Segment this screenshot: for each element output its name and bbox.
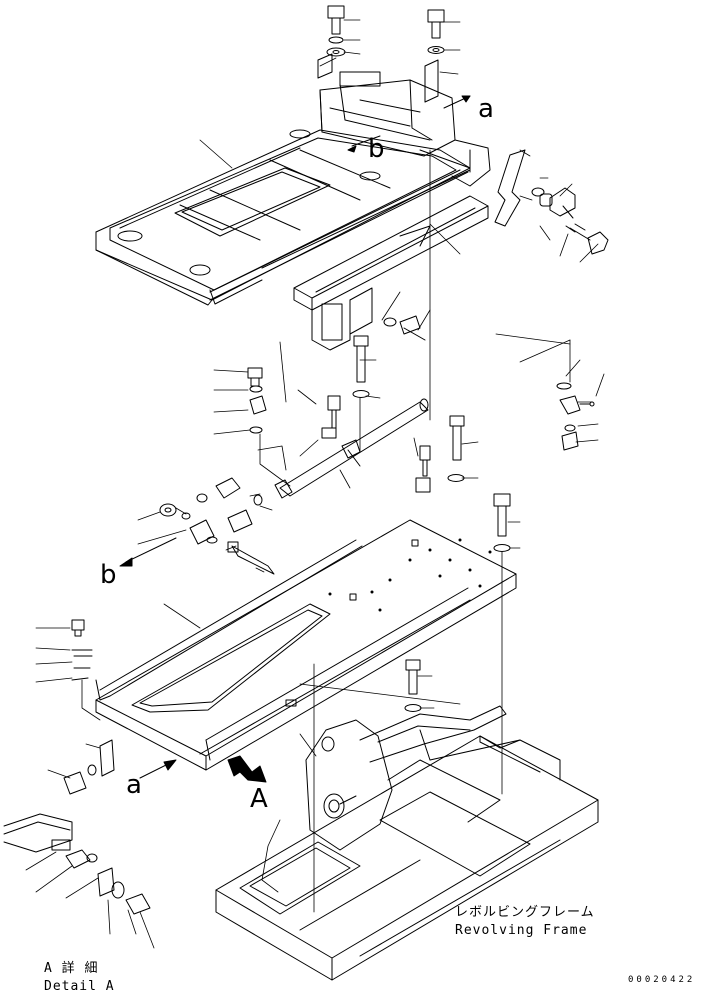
- leader-lines: [25, 19, 605, 949]
- bolt-top-right: [427, 9, 445, 54]
- bolt-lower-plate: [404, 659, 422, 712]
- shaft: [274, 398, 429, 499]
- plate-holes: [328, 538, 492, 612]
- arrow-b-left: [119, 537, 177, 567]
- label-A-view: A: [250, 784, 268, 814]
- long-bolt-center: [352, 335, 370, 398]
- caption-frame-en: Revolving Frame: [455, 923, 588, 938]
- seat-rail: [293, 195, 489, 351]
- bolt-set-left: [71, 619, 93, 681]
- long-bolt-plate: [493, 493, 511, 552]
- label-a-top: a: [478, 94, 494, 124]
- arrow-view-A: [227, 755, 267, 783]
- upper-seat-mount: [95, 53, 526, 306]
- lower-mount-plate: [95, 519, 517, 771]
- label-a-bottom: a: [126, 770, 142, 800]
- label-b-top: b: [368, 134, 385, 164]
- caption-frame-jp: レボルビングフレーム: [455, 905, 595, 920]
- revolving-frame: [215, 705, 599, 981]
- detail-a-view: [3, 813, 151, 915]
- grease-fitting-center: [321, 395, 341, 439]
- arrow-b-top: [347, 135, 381, 153]
- bolt-right-upper: [531, 187, 576, 219]
- bolt-left-fittings: [247, 367, 267, 434]
- label-b-left: b: [100, 560, 117, 590]
- bolt-right-lower: [565, 223, 609, 255]
- fitting-right-side: [556, 382, 595, 451]
- drawing-number: 00020422: [628, 975, 696, 985]
- center-lines: [259, 149, 571, 913]
- arrow-a-bottom: [139, 759, 177, 779]
- bolt-mid: [383, 315, 426, 341]
- bolt-top-left: [326, 5, 346, 57]
- caption-detail-jp: A 詳 細: [44, 961, 99, 976]
- arrow-a-top: [443, 95, 471, 109]
- grease-fitting-right: [415, 445, 431, 493]
- bolt-a-clip: [63, 739, 115, 795]
- caption-detail-en: Detail A: [44, 979, 115, 994]
- bushing-parts: [159, 477, 275, 575]
- long-bolt-right: [447, 415, 465, 482]
